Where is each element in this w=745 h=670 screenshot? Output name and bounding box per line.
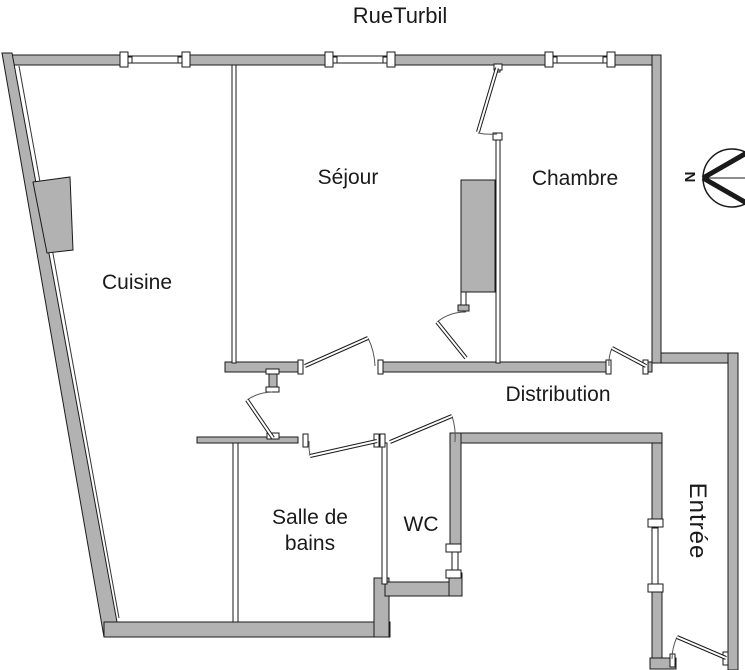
door-wc	[389, 414, 456, 444]
entree-window	[647, 518, 664, 593]
door-sejour-distribution	[304, 336, 376, 368]
north-label: N	[682, 171, 699, 183]
street-window-3	[544, 51, 616, 68]
exterior-walls	[1, 52, 739, 670]
north-arrow-icon	[701, 148, 745, 208]
door-cuisine-distribution	[245, 391, 275, 440]
door-closet	[435, 311, 468, 360]
room-label-entree: Entrée	[684, 482, 711, 560]
sejour-cuisine-partition	[231, 64, 237, 364]
street-label: RueTurbil	[352, 3, 448, 28]
door-chambre-distribution	[608, 346, 647, 368]
wc-west-partition	[381, 442, 388, 585]
salle-de-bains-line2: bains	[284, 532, 336, 555]
door-salle-de-bains	[308, 439, 378, 458]
door-entrance	[671, 635, 727, 660]
room-label-chambre: Chambre	[531, 167, 619, 190]
chimney-block	[460, 179, 496, 293]
sejour-chambre-partition	[495, 139, 501, 364]
inner-wall-line	[18, 65, 120, 619]
interior-walls	[32, 176, 677, 670]
bathroom-west-partition	[232, 442, 239, 623]
room-label-distribution: Distribution	[505, 383, 611, 406]
room-label-cuisine: Cuisine	[101, 271, 173, 294]
slanted-west-wall	[1, 52, 118, 638]
room-label-salle-de-bains: Salle de bains	[272, 505, 348, 557]
street-window-1	[119, 51, 191, 68]
kitchen-counter	[32, 176, 74, 254]
room-label-sejour: Séjour	[317, 166, 379, 189]
wc-glazed-partition	[445, 543, 462, 579]
room-label-wc: WC	[403, 513, 439, 536]
salle-de-bains-line1: Salle de	[272, 506, 348, 529]
door-sejour-chambre	[476, 67, 499, 135]
street-window-2	[324, 51, 396, 68]
